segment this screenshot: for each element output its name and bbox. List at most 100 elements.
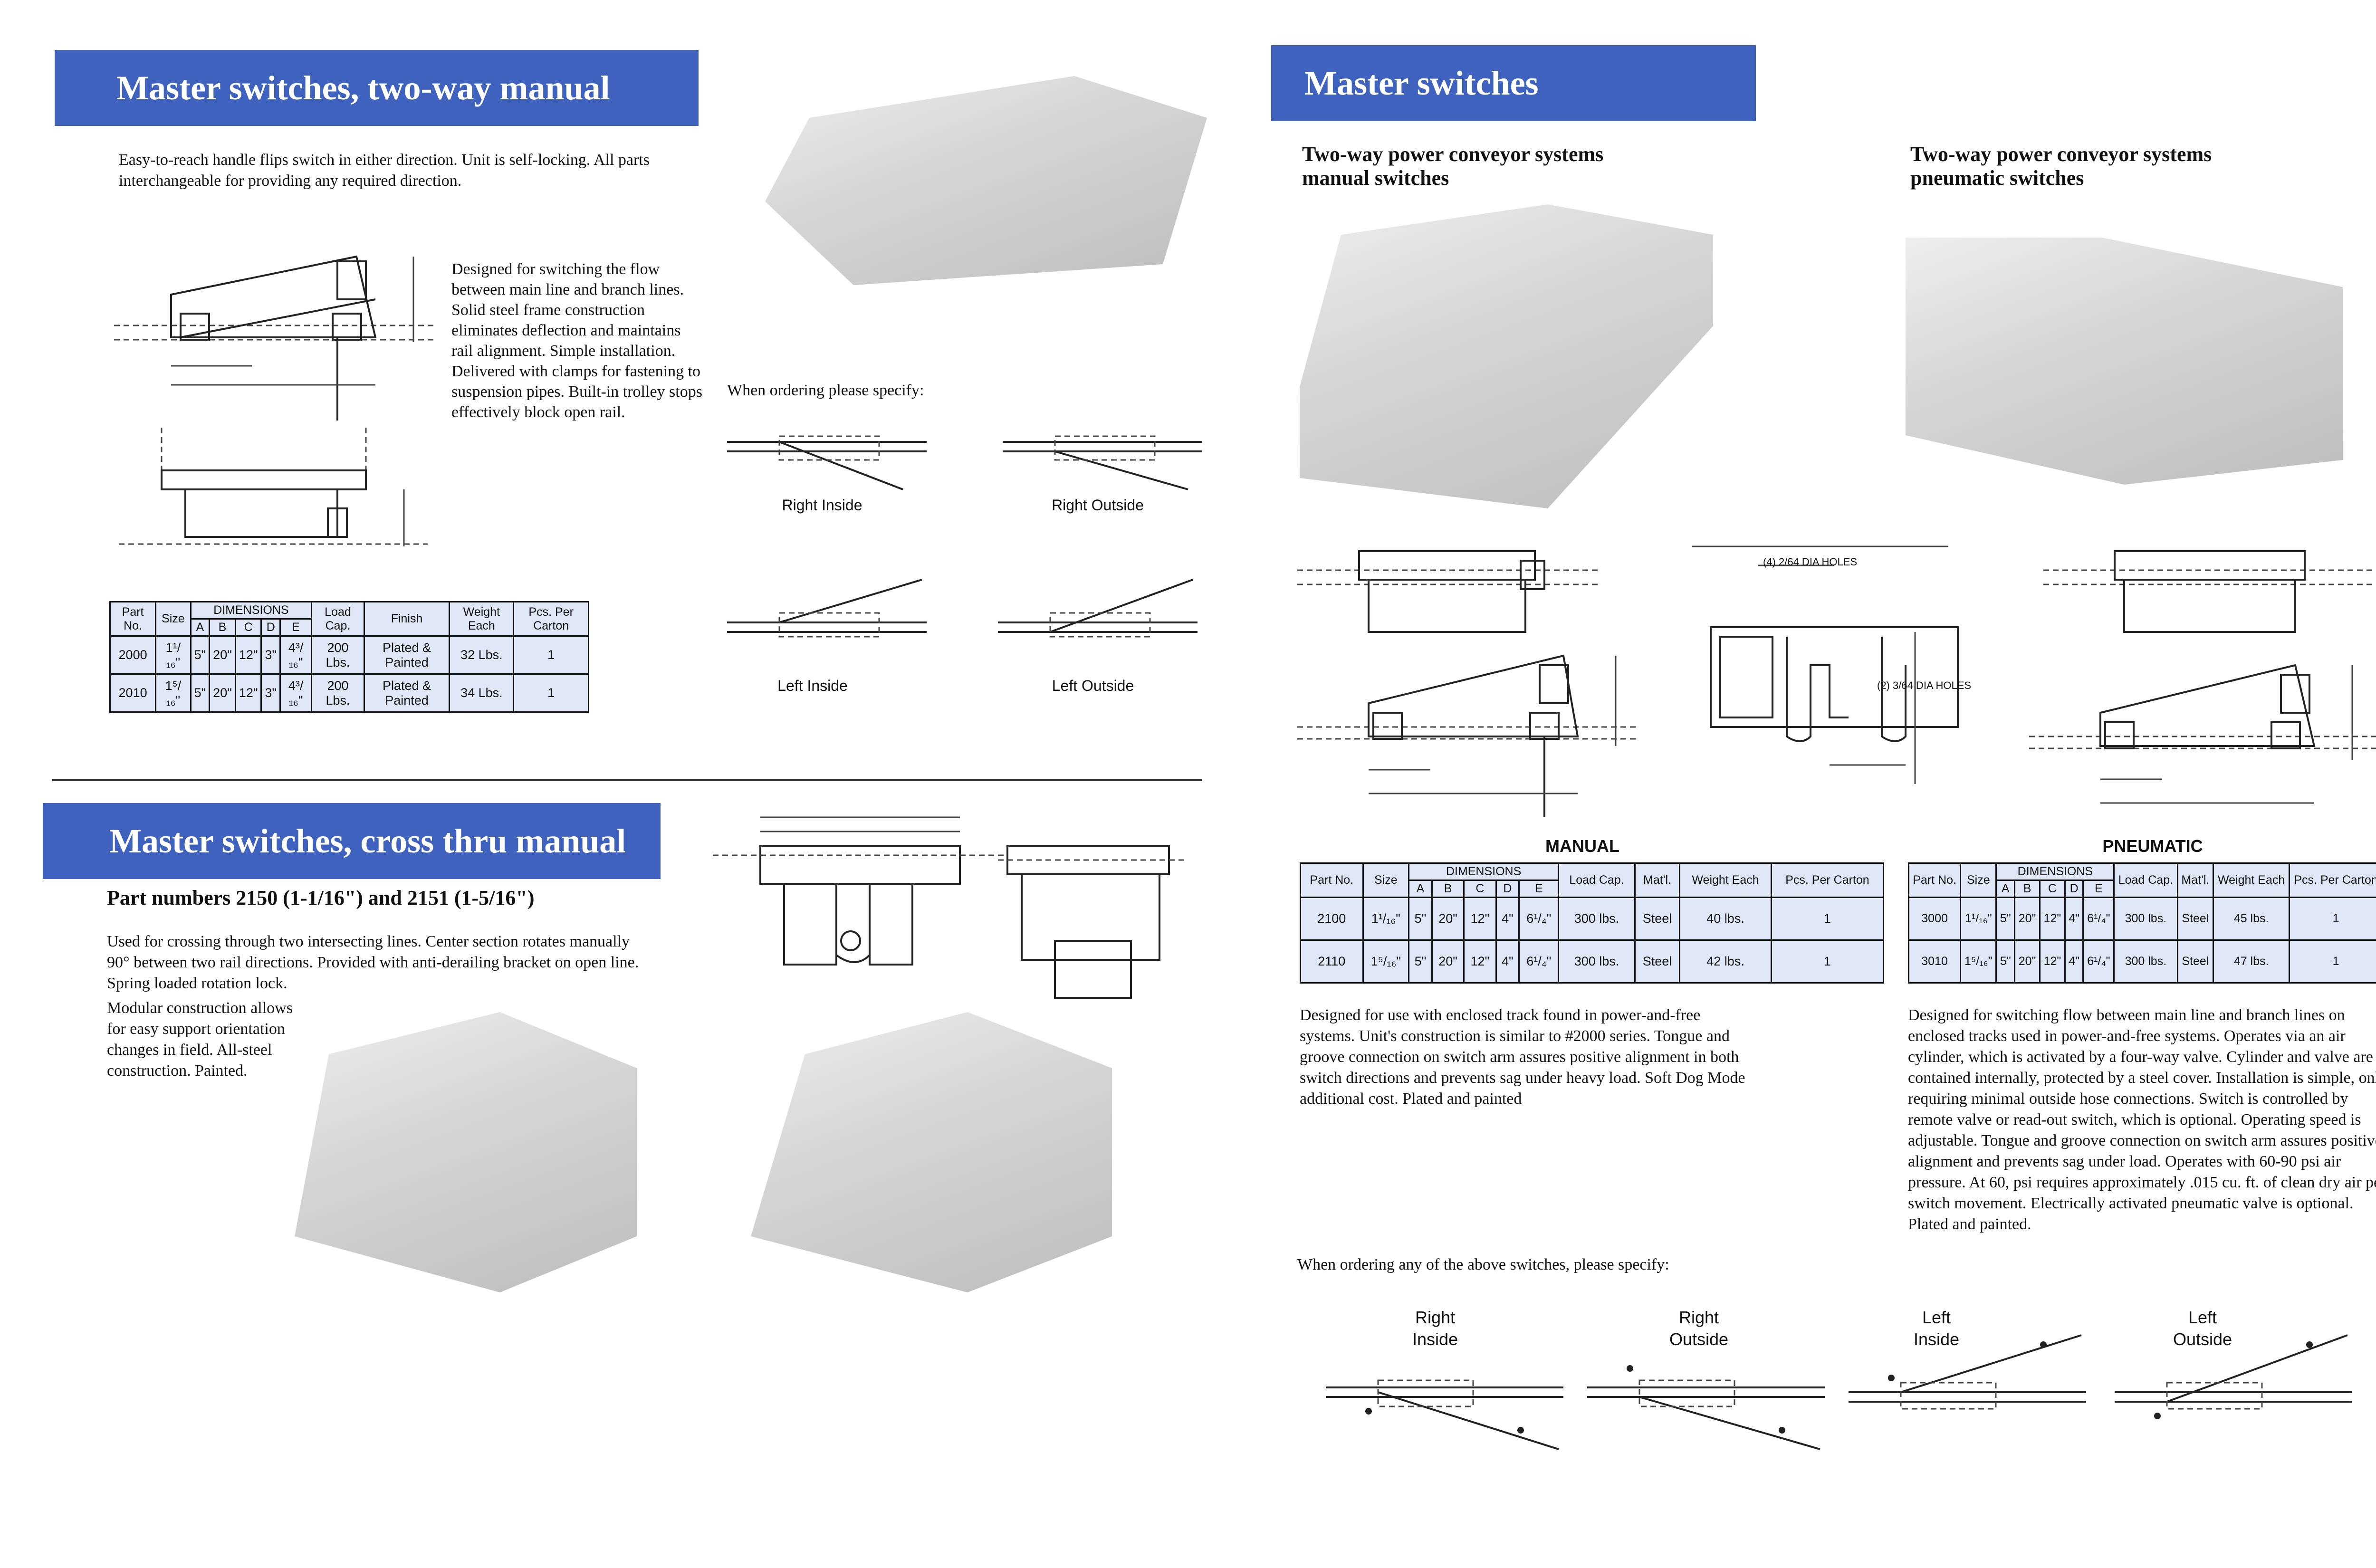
cell-size: 1¹/₁₆" bbox=[1362, 897, 1410, 941]
cell-b: 20" bbox=[2014, 939, 2041, 984]
cross-thru-modular: Modular construction allows for easy sup… bbox=[107, 999, 293, 1080]
manual-description: Designed for use with enclosed track fou… bbox=[1300, 1006, 1745, 1108]
col-part: Part No. bbox=[1300, 862, 1364, 898]
manual-switch-photo bbox=[1300, 204, 1713, 508]
cell-c: 12" bbox=[2039, 939, 2066, 984]
col-weight: Weight Each bbox=[2213, 862, 2290, 898]
col-c: C bbox=[234, 618, 262, 637]
cell-a: 5" bbox=[1408, 897, 1433, 941]
cell-a: 5" bbox=[1995, 939, 2016, 984]
cross-thru-title: Master switches, cross thru manual bbox=[109, 822, 626, 860]
cell-part: 3010 bbox=[1907, 939, 1962, 984]
ordering-label: When ordering any of the above switches,… bbox=[1297, 1256, 1669, 1273]
cell-part: 2010 bbox=[109, 673, 157, 713]
col-size: Size bbox=[1362, 862, 1410, 898]
cell-pcs: 1 bbox=[513, 635, 589, 675]
cell-c: 12" bbox=[1463, 939, 1497, 984]
cell-mat: Steel bbox=[2176, 897, 2214, 941]
cell-b: 20" bbox=[1431, 939, 1465, 984]
cell-size: 1¹/₁₆" bbox=[1960, 897, 1997, 941]
cell-part: 2110 bbox=[1300, 939, 1364, 984]
col-mat: Mat'l. bbox=[1634, 862, 1681, 898]
col-dimensions: DIMENSIONS bbox=[1995, 862, 2115, 881]
cell-c: 12" bbox=[1463, 897, 1497, 941]
cell-c: 12" bbox=[234, 673, 262, 713]
cross-thru-top-diagram bbox=[713, 816, 1188, 999]
col-c: C bbox=[1463, 880, 1497, 898]
col-part: Part No. bbox=[109, 601, 157, 637]
col-part: Part No. bbox=[1907, 862, 1962, 898]
col-d: D bbox=[2064, 880, 2084, 898]
two-way-ordering-label: When ordering please specify: bbox=[727, 382, 924, 399]
cell-part: 3000 bbox=[1907, 897, 1962, 941]
direction-diagram-right-inside bbox=[727, 435, 927, 490]
cross-thru-part-numbers: Part numbers 2150 (1-1/16") and 2151 (1-… bbox=[107, 886, 535, 909]
col-size: Size bbox=[155, 601, 192, 637]
cell-a: 5" bbox=[1995, 897, 2016, 941]
cell-b: 20" bbox=[1431, 897, 1465, 941]
cell-pcs: 1 bbox=[513, 673, 589, 713]
direction-diagram-left-outside bbox=[998, 579, 1198, 638]
cell-size: 1⁵/₁₆" bbox=[155, 673, 192, 713]
col-load: Load Cap. bbox=[1558, 862, 1636, 898]
col-a: A bbox=[1408, 880, 1433, 898]
cell-pcs: 1 bbox=[1770, 897, 1885, 941]
cell-load: 200 Lbs. bbox=[311, 635, 365, 675]
cell-size: 1⁵/₁₆" bbox=[1362, 939, 1410, 984]
cell-d: 4" bbox=[2064, 939, 2084, 984]
cell-load: 300 lbs. bbox=[2113, 897, 2178, 941]
cross-thru-intro: Used for crossing through two intersecti… bbox=[107, 933, 639, 992]
cell-mat: Steel bbox=[1634, 897, 1681, 941]
cell-e: 6¹/₄" bbox=[2082, 897, 2115, 941]
col-d: D bbox=[260, 618, 281, 637]
pneumatic-switch-photo bbox=[1906, 238, 2343, 485]
col-e: E bbox=[2082, 880, 2115, 898]
two-way-spec-table: Part No. Size DIMENSIONS Load Cap. Finis… bbox=[109, 601, 589, 713]
pneumatic-label: PNEUMATIC bbox=[2102, 836, 2203, 856]
manual-heading: Two-way power conveyor systems manual sw… bbox=[1302, 143, 1604, 190]
cell-finish: Plated & Painted bbox=[363, 635, 450, 675]
manual-spec-table: Part No. Size DIMENSIONS Load Cap. Mat'l… bbox=[1300, 862, 1885, 984]
two-way-photo bbox=[765, 76, 1207, 285]
table-row: 2010 1⁵/₁₆" 5" 20" 12" 3" 4³/₁₆" 200 Lbs… bbox=[109, 673, 589, 713]
manual-front-diagram bbox=[1297, 550, 1601, 633]
table-row: 2110 1⁵/₁₆" 5" 20" 12" 4" 6¹/₄" 300 lbs.… bbox=[1300, 939, 1885, 984]
dia-holes-note-1: (4) 2/64 DIA HOLES bbox=[1763, 556, 1858, 568]
cell-d: 3" bbox=[260, 635, 281, 675]
pneumatic-description: Designed for switching flow between main… bbox=[1908, 1006, 2376, 1233]
col-b: B bbox=[1431, 880, 1465, 898]
label-left-inside: Left Inside bbox=[1913, 1308, 1960, 1349]
direction-diagram-left-inside bbox=[1849, 1334, 2086, 1410]
cell-load: 200 Lbs. bbox=[311, 673, 365, 713]
pneumatic-side-diagram bbox=[2029, 664, 2376, 804]
cell-load: 300 lbs. bbox=[1558, 897, 1636, 941]
col-pcs: Pcs. Per Carton bbox=[513, 601, 589, 637]
section-divider bbox=[52, 779, 1202, 781]
two-way-side-diagram bbox=[114, 255, 437, 421]
pneumatic-heading: Two-way power conveyor systems pneumatic… bbox=[1910, 143, 2212, 190]
cell-b: 20" bbox=[209, 673, 236, 713]
direction-diagram-right-inside bbox=[1326, 1379, 1563, 1450]
direction-diagram-left-inside bbox=[727, 579, 927, 638]
col-mat: Mat'l. bbox=[2176, 862, 2214, 898]
label-left-outside: Left Outside bbox=[1052, 677, 1134, 694]
col-e: E bbox=[1518, 880, 1560, 898]
col-b: B bbox=[209, 618, 236, 637]
cell-d: 3" bbox=[260, 673, 281, 713]
direction-diagram-right-outside bbox=[1003, 435, 1202, 490]
cell-size: 1⁵/₁₆" bbox=[1960, 939, 1997, 984]
master-switches-banner: Master switches bbox=[1271, 45, 1756, 121]
cell-load: 300 lbs. bbox=[1558, 939, 1636, 984]
cell-c: 12" bbox=[2039, 897, 2066, 941]
manual-side-diagram bbox=[1297, 654, 1639, 817]
dia-holes-note-2: (2) 3/64 DIA HOLES bbox=[1877, 679, 1972, 691]
label-right-outside: Right Outside bbox=[1669, 1308, 1729, 1349]
cell-finish: Plated & Painted bbox=[363, 673, 450, 713]
cell-a: 5" bbox=[1408, 939, 1433, 984]
col-weight: Weight Each bbox=[449, 601, 515, 637]
col-c: C bbox=[2039, 880, 2066, 898]
col-dimensions: DIMENSIONS bbox=[190, 601, 313, 620]
cell-pcs: 1 bbox=[2289, 939, 2376, 984]
cell-d: 4" bbox=[1495, 897, 1520, 941]
col-pcs: Pcs. Per Carton bbox=[1770, 862, 1885, 898]
